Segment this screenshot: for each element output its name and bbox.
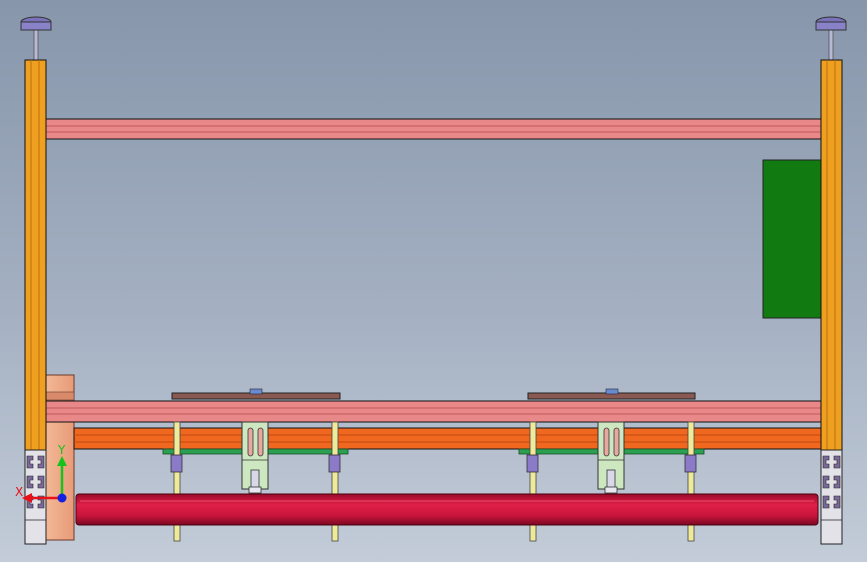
bolt-head-left [249,388,263,395]
leveling-foot-left [20,16,52,61]
support-rods [173,421,695,542]
leveling-foot-right [815,16,847,61]
red-roller [75,493,819,526]
vertical-post-left [24,59,47,451]
clamp-bracket-right [597,421,625,494]
middle-rail [45,400,822,423]
triad-z-axis-icon [57,493,67,503]
orange-rail [73,427,822,450]
bolt-head-right [605,388,619,395]
vertical-post-right [820,59,843,451]
rod-shafts [170,454,697,473]
triad-x-label: X [15,485,23,499]
triad-y-label: Y [57,443,66,457]
axis-triad: X Y [15,443,67,503]
end-bracket-left [45,374,75,541]
clamp-bracket-left [241,421,269,494]
profile-end-right [820,449,843,545]
triad-y-arrow-icon [57,456,67,466]
triad-x-arrow-icon [22,493,32,503]
top-rail [45,118,822,140]
